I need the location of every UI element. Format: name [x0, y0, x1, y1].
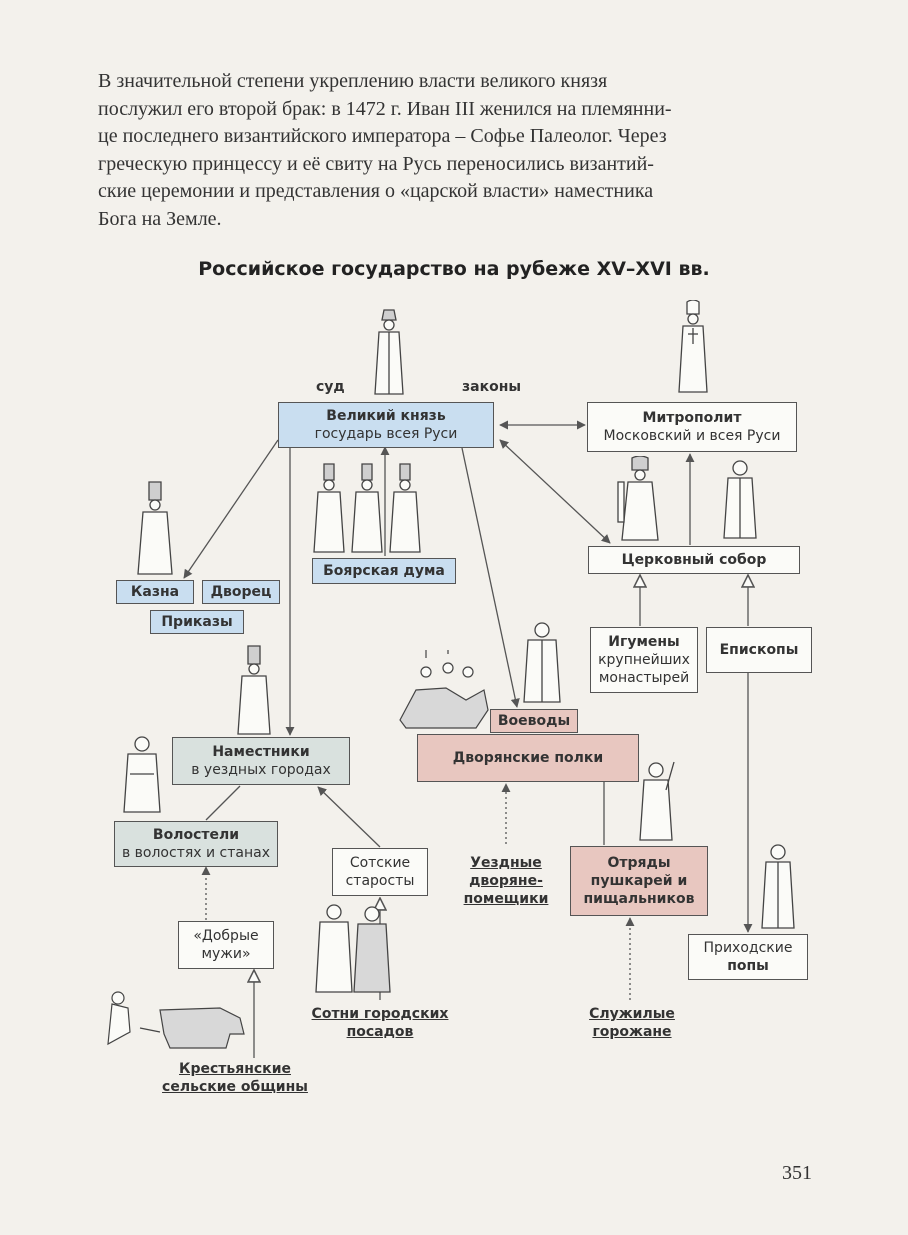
bishop-figure-icon — [723, 460, 757, 539]
paragraph-line: ские церемонии и представления о «царско… — [98, 180, 654, 202]
volosteli-title: Волостели — [152, 827, 240, 843]
abbots-title: Игумены — [608, 634, 680, 650]
metropolitan-figure-icon — [678, 300, 708, 393]
prikazy-box: Приказы — [150, 610, 244, 634]
boyars-figure-icon — [313, 463, 421, 553]
bishops-label: Епископы — [719, 642, 799, 658]
grand-prince-title: Великий князь — [326, 408, 446, 424]
townsmen-figure-icon — [315, 904, 391, 993]
peasants-label: Крестьянские сельские общины — [162, 1061, 308, 1095]
prikazy-label: Приказы — [161, 614, 233, 630]
grand-prince-subtitle: государь всея Руси — [314, 426, 458, 442]
priest-figure-icon — [761, 844, 795, 929]
clergy-figure-icon — [617, 456, 659, 541]
governors-title: Наместники — [212, 744, 310, 760]
sotskie-line: Сотские — [349, 855, 411, 871]
paragraph-line: Бога на Земле. — [98, 207, 222, 230]
abbots-box: Игумены крупнейших монастырей — [590, 627, 698, 693]
gunners-line: пушкарей и — [590, 873, 688, 889]
posad-label: Сотни городских посадов — [311, 1006, 449, 1040]
palace-label: Дворец — [210, 584, 272, 600]
treasury-label: Казна — [130, 584, 180, 600]
boyar-duma-box: Боярская дума — [312, 558, 456, 584]
grand-prince-figure-icon — [374, 309, 404, 395]
page-number: 351 — [782, 1162, 812, 1184]
intro-paragraph: В значительной степени укреплению власти… — [98, 68, 812, 233]
cavalry-figure-icon — [399, 650, 489, 729]
parish-priests-box: Приходские попы — [688, 934, 808, 980]
paragraph-line: В значительной степени укреплению власти… — [98, 70, 608, 92]
paragraph-line: греческую принцессу и её свиту на Русь п… — [98, 152, 654, 175]
diagram-title: Российское государство на рубеже XV–XVI … — [198, 258, 710, 280]
voevody-box: Воеводы — [490, 709, 578, 733]
noble-regiments-label: Дворянские полки — [452, 750, 604, 766]
sotskie-box: Сотские старосты — [332, 848, 428, 896]
paragraph-line: це последнего византийского императора –… — [98, 125, 667, 147]
noble-regiments-box: Дворянские полки — [417, 734, 639, 782]
volostel-figure-icon — [123, 736, 161, 813]
governors-subtitle: в уездных городах — [191, 762, 331, 778]
church-council-box: Церковный собор — [588, 546, 800, 574]
sotskie-line: старосты — [345, 873, 415, 889]
church-council-label: Церковный собор — [621, 552, 767, 568]
servicemen-label: Служилые горожане — [589, 1006, 675, 1040]
plough-figure-icon — [107, 991, 245, 1049]
official-figure-icon — [137, 481, 173, 575]
metropolitan-box: Митрополит Московский и всея Руси — [587, 402, 797, 452]
governor-figure-icon — [237, 645, 271, 735]
gunners-box: Отряды пушкарей и пищальников — [570, 846, 708, 916]
laws-label: законы — [462, 379, 522, 395]
bishops-box: Епископы — [706, 627, 812, 673]
volosteli-subtitle: в волостях и станах — [121, 845, 271, 861]
voevody-label: Воеводы — [497, 713, 571, 729]
treasury-box: Казна — [116, 580, 194, 604]
dobrye-muzhi-box: «Добрые мужи» — [178, 921, 274, 969]
metropolitan-title: Митрополит — [642, 410, 742, 426]
palace-box: Дворец — [202, 580, 280, 604]
gunners-line: Отряды — [607, 855, 671, 871]
gunner-figure-icon — [639, 761, 675, 841]
dobrye-line: «Добрые — [193, 928, 259, 944]
uezd-nobles-label: Уездные дворяне- помещики — [463, 855, 549, 907]
grand-prince-box: Великий князь государь всея Руси — [278, 402, 494, 448]
court-label: суд — [316, 379, 345, 395]
boyar-duma-label: Боярская дума — [323, 563, 445, 579]
parish-priests-title: Приходские — [703, 940, 793, 956]
gunners-line: пищальников — [583, 891, 695, 907]
governors-box: Наместники в уездных городах — [172, 737, 350, 785]
abbots-subtitle-line: монастырей — [598, 670, 690, 686]
voevoda-figure-icon — [523, 622, 561, 703]
dobrye-line: мужи» — [201, 946, 251, 962]
metropolitan-subtitle: Московский и всея Руси — [603, 428, 781, 444]
volosteli-box: Волостели в волостях и станах — [114, 821, 278, 867]
abbots-subtitle-line: крупнейших — [598, 652, 690, 668]
paragraph-line: послужил его второй брак: в 1472 г. Иван… — [98, 97, 672, 120]
parish-priests-subtitle: попы — [727, 958, 769, 974]
